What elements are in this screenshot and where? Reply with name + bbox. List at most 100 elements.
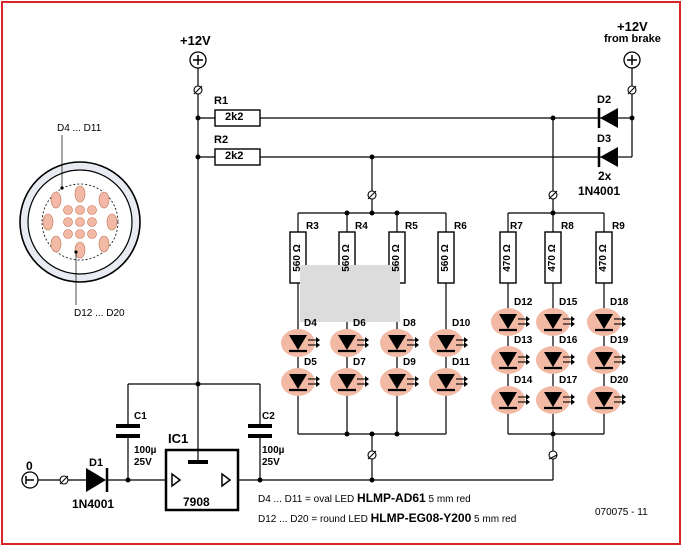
lamp-oval-led (74, 241, 86, 259)
led-label-d14: D14 (514, 375, 533, 386)
led-d15 (536, 308, 575, 336)
note-oval-prefix: D4 ... D11 = oval LED (258, 494, 358, 505)
lamp-round-led (75, 205, 85, 215)
lamp-round-led (63, 217, 73, 227)
lamp-illustration (19, 135, 141, 305)
lamp-round-led (63, 205, 73, 215)
redacted-area (300, 265, 400, 322)
led-label-d8: D8 (403, 318, 416, 329)
note-round-leds: D12 ... D20 = round LED HLMP-EG08-Y200 5… (258, 512, 516, 525)
lamp-round-led (75, 229, 85, 239)
led-label-d10: D10 (452, 318, 471, 329)
c2-value: 100µ (262, 445, 285, 456)
r2-value: 2k2 (225, 150, 244, 162)
led-d7 (330, 368, 369, 396)
c1-ref: C1 (134, 411, 147, 422)
figure-number: 070075 - 11 (595, 507, 648, 518)
d3-ref: D3 (597, 133, 612, 145)
led-label-d12: D12 (514, 297, 533, 308)
r6-value: 560 Ω (440, 244, 451, 272)
led-label-d13: D13 (514, 335, 533, 346)
led-label-d6: D6 (353, 318, 366, 329)
led-label-d18: D18 (610, 297, 629, 308)
led-d20 (587, 386, 626, 414)
lamp-oval-led (50, 191, 62, 209)
horizontal-resistors (214, 109, 261, 166)
led-label-d15: D15 (559, 297, 578, 308)
led-d14 (491, 386, 530, 414)
brake-supply-sublabel: from brake (604, 33, 661, 45)
c1-voltage: 25V (134, 457, 152, 468)
ic1-part: 7908 (183, 495, 210, 509)
led-d13 (491, 346, 530, 374)
note-round-prefix: D12 ... D20 = round LED (258, 514, 371, 525)
led-d9 (380, 368, 419, 396)
d1-ref: D1 (89, 457, 104, 469)
lamp-oval-led (106, 213, 118, 231)
terminals (59, 85, 637, 485)
lamp-top-label: D4 ... D11 (57, 123, 102, 134)
led-d5 (281, 368, 320, 396)
lamp-oval-led (98, 191, 110, 209)
led-d10 (429, 329, 468, 357)
regulator-7908 (164, 448, 240, 512)
ground-label: 0 (26, 459, 33, 473)
lamp-round-led (87, 217, 97, 227)
led-label-d16: D16 (559, 335, 578, 346)
lamp-round-led (87, 205, 97, 215)
lamp-round-led (63, 229, 73, 239)
d1-type: 1N4001 (72, 497, 115, 511)
r3-value: 560 Ω (292, 244, 303, 272)
r8-ref: R8 (561, 221, 574, 232)
note-round-part: HLMP-EG08-Y200 (370, 511, 472, 525)
note-oval-leds: D4 ... D11 = oval LED HLMP-AD61 5 mm red (258, 492, 471, 505)
r4-ref: R4 (355, 221, 368, 232)
note-oval-suffix: 5 mm red (425, 494, 471, 505)
led-d12 (491, 308, 530, 336)
lamp-bottom-label: D12 ... D20 (74, 308, 125, 319)
d23-type: 1N4001 (578, 184, 621, 198)
d23-qty: 2x (598, 169, 612, 183)
led-label-d4: D4 (304, 318, 317, 329)
supply-12v-label: +12V (180, 33, 211, 48)
led-d4 (281, 329, 320, 357)
lamp-oval-led (42, 213, 54, 231)
led-d8 (380, 329, 419, 357)
r7-value: 470 Ω (502, 244, 513, 272)
r1-ref: R1 (214, 95, 229, 107)
capacitors (116, 424, 272, 438)
lamp-oval-led (50, 235, 62, 253)
ic1-ref: IC1 (168, 431, 189, 446)
note-oval-part: HLMP-AD61 (357, 491, 426, 505)
diodes-d2-d3 (590, 108, 618, 167)
led-d16 (536, 346, 575, 374)
r7-ref: R7 (510, 221, 523, 232)
c2-ref: C2 (262, 411, 275, 422)
r6-ref: R6 (454, 221, 467, 232)
c1-value: 100µ (134, 445, 157, 456)
junctions (125, 115, 635, 483)
led-label-d5: D5 (304, 357, 317, 368)
led-d11 (429, 368, 468, 396)
r4-value: 560 Ω (341, 244, 352, 272)
lamp-oval-led (74, 185, 86, 203)
led-d19 (587, 346, 626, 374)
c2-voltage: 25V (262, 457, 280, 468)
led-label-d19: D19 (610, 335, 629, 346)
note-round-suffix: 5 mm red (471, 514, 517, 525)
led-array (281, 308, 626, 414)
lamp-round-led (75, 217, 85, 227)
led-label-d17: D17 (559, 375, 578, 386)
diode-d1 (86, 468, 109, 492)
r9-ref: R9 (612, 221, 625, 232)
supply-signs (25, 55, 637, 484)
led-label-d11: D11 (452, 357, 470, 368)
r3-ref: R3 (306, 221, 319, 232)
led-label-d7: D7 (353, 357, 366, 368)
r9-value: 470 Ω (598, 244, 609, 272)
r1-value: 2k2 (225, 111, 244, 123)
r2-ref: R2 (214, 134, 229, 146)
led-label-d20: D20 (610, 375, 629, 386)
